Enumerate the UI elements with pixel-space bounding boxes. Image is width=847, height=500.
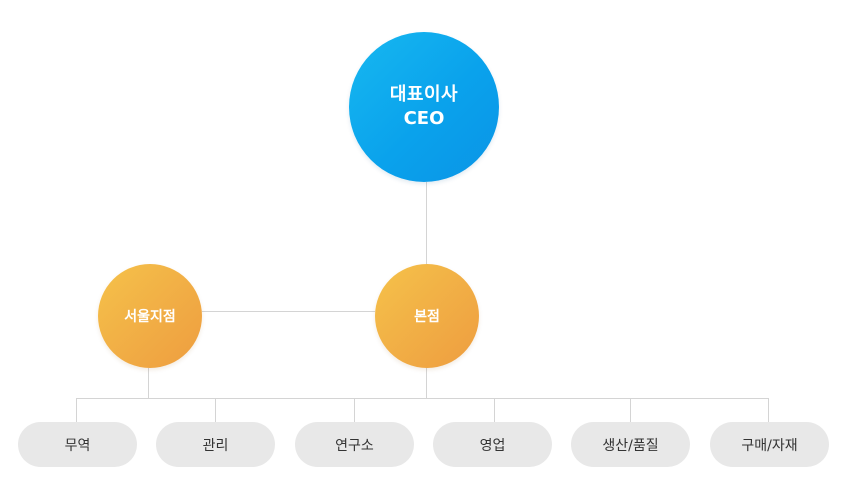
department-production-quality: 생산/품질 bbox=[571, 422, 690, 467]
ceo-node: 대표이사 CEO bbox=[349, 32, 499, 182]
department-label: 영업 bbox=[479, 437, 506, 454]
department-sales: 영업 bbox=[433, 422, 552, 467]
connector-dept-5 bbox=[630, 398, 631, 422]
connector-dept-1 bbox=[76, 398, 77, 422]
connector-dept-3 bbox=[354, 398, 355, 422]
headquarters-label: 본점 bbox=[414, 309, 440, 325]
department-purchasing-materials: 구매/자재 bbox=[710, 422, 829, 467]
seoul-branch-node: 서울지점 bbox=[98, 264, 202, 368]
department-label: 무역 bbox=[64, 437, 91, 454]
connector-dept-2 bbox=[215, 398, 216, 422]
connector-dept-4 bbox=[494, 398, 495, 422]
department-label: 생산/품질 bbox=[602, 437, 659, 454]
ceo-title-korean: 대표이사 bbox=[389, 84, 459, 105]
department-label: 구매/자재 bbox=[741, 437, 798, 454]
department-label: 관리 bbox=[202, 437, 229, 454]
seoul-branch-label: 서울지점 bbox=[124, 309, 176, 325]
connector-hq-down bbox=[426, 368, 427, 399]
headquarters-node: 본점 bbox=[375, 264, 479, 368]
department-management: 관리 bbox=[156, 422, 275, 467]
department-label: 연구소 bbox=[335, 437, 374, 454]
department-research-lab: 연구소 bbox=[295, 422, 414, 467]
department-trade: 무역 bbox=[18, 422, 137, 467]
connector-dept-bus bbox=[76, 398, 769, 399]
ceo-title-english: CEO bbox=[403, 108, 445, 129]
connector-seoul-to-hq bbox=[202, 311, 375, 312]
connector-dept-6 bbox=[768, 398, 769, 422]
connector-seoul-down bbox=[148, 368, 149, 399]
connector-ceo-to-hq bbox=[426, 182, 427, 264]
